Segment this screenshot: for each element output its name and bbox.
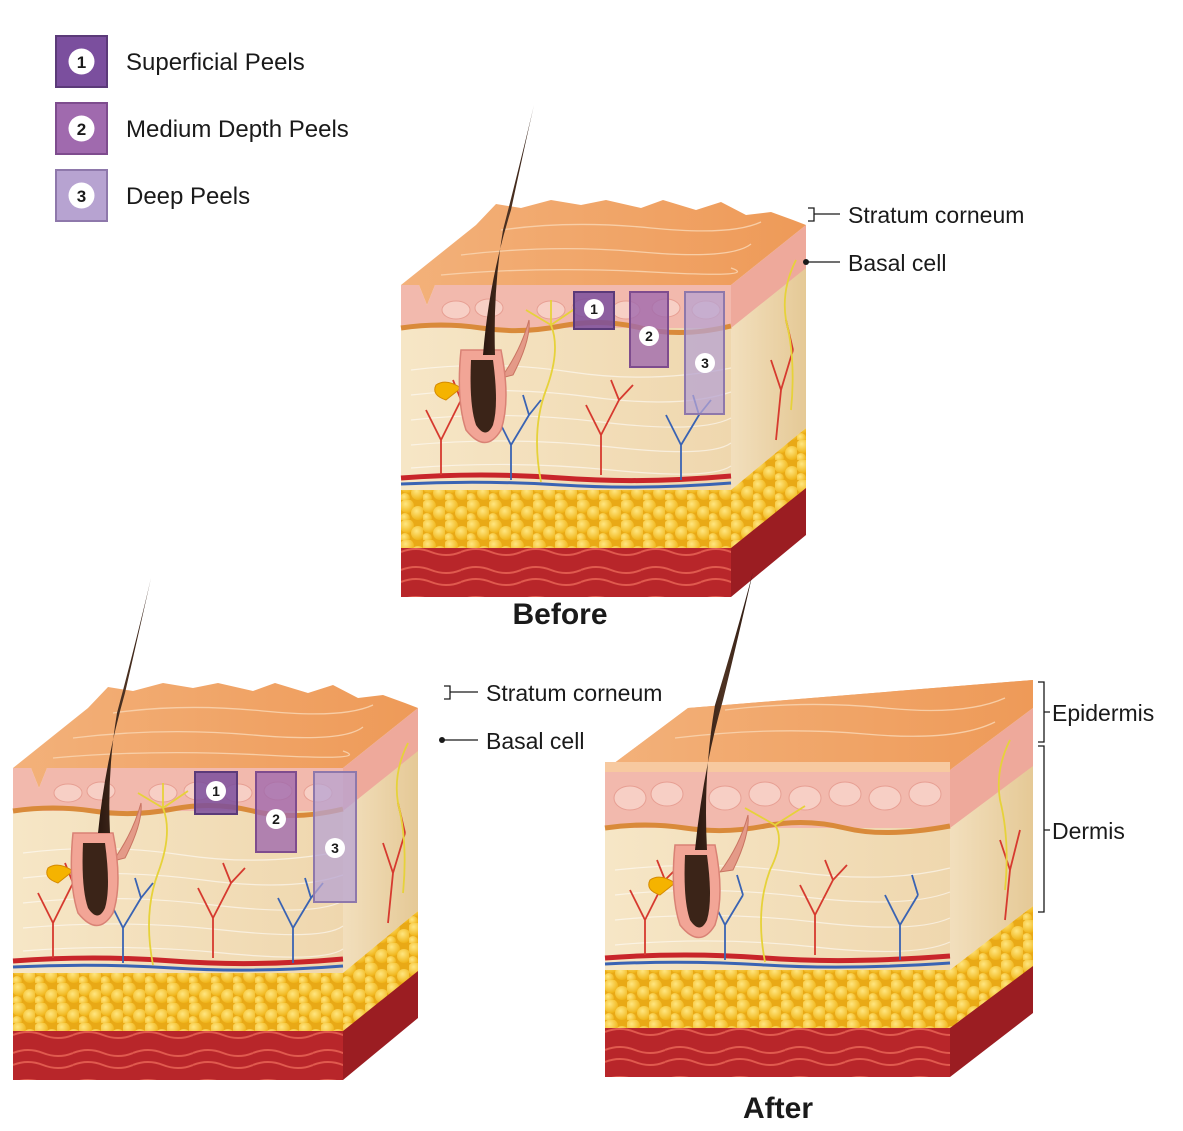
- legend-item-medium: 2 Medium Depth Peels: [55, 102, 349, 155]
- middle-deep-peel-number: 3: [331, 840, 339, 856]
- deep-badge: [68, 182, 95, 209]
- middle-skin-block: 1 2 3: [13, 578, 418, 1080]
- middle-stratum-corneum-label: Stratum corneum: [486, 680, 662, 706]
- medium-badge: [68, 115, 95, 142]
- hair-shaft: [483, 105, 534, 355]
- before-basal-cell-label: Basal cell: [848, 250, 946, 276]
- middle-superficial-peel-number: 1: [212, 783, 220, 799]
- middle-basal-cell-label: Basal cell: [486, 728, 584, 754]
- superficial-label: Superficial Peels: [126, 49, 305, 76]
- before-deep-peel-marker: [684, 291, 725, 415]
- middle-callouts: Stratum corneum Basal cell: [439, 680, 662, 754]
- before-skin-block: 1 2 3: [401, 105, 806, 597]
- hair-shaft: [695, 572, 753, 850]
- epidermis-label: Epidermis: [1052, 700, 1154, 726]
- medium-label: Medium Depth Peels: [126, 116, 349, 143]
- middle-medium-peel-number: 2: [272, 811, 280, 827]
- deep-label: Deep Peels: [126, 183, 250, 210]
- superficial-badge: [68, 48, 95, 75]
- superficial-swatch: [55, 35, 108, 88]
- middle-medium-peel-marker: [255, 771, 297, 853]
- after-callouts: Epidermis Dermis: [1038, 681, 1154, 913]
- before-deep-peel-number: 3: [701, 355, 709, 371]
- before-caption: Before: [512, 598, 607, 631]
- before-superficial-peel-number: 1: [590, 301, 598, 317]
- deep-number: 3: [77, 187, 86, 206]
- before-callouts: Stratum corneum Basal cell: [803, 202, 1024, 276]
- after-skin-block: [604, 572, 1033, 1077]
- middle-deep-peel-marker: [313, 771, 357, 903]
- medium-number: 2: [77, 120, 86, 139]
- hair-shaft: [98, 578, 151, 833]
- medium-swatch: [55, 102, 108, 155]
- legend-item-deep: 3 Deep Peels: [55, 169, 250, 222]
- superficial-number: 1: [77, 53, 86, 72]
- dermis-label: Dermis: [1052, 818, 1125, 844]
- legend-item-superficial: 1 Superficial Peels: [55, 35, 305, 88]
- before-stratum-corneum-label: Stratum corneum: [848, 202, 1024, 228]
- legend: 1 Superficial Peels 2 Medium Depth Peels…: [55, 35, 349, 222]
- before-medium-peel-number: 2: [645, 328, 653, 344]
- after-caption: After: [743, 1092, 813, 1125]
